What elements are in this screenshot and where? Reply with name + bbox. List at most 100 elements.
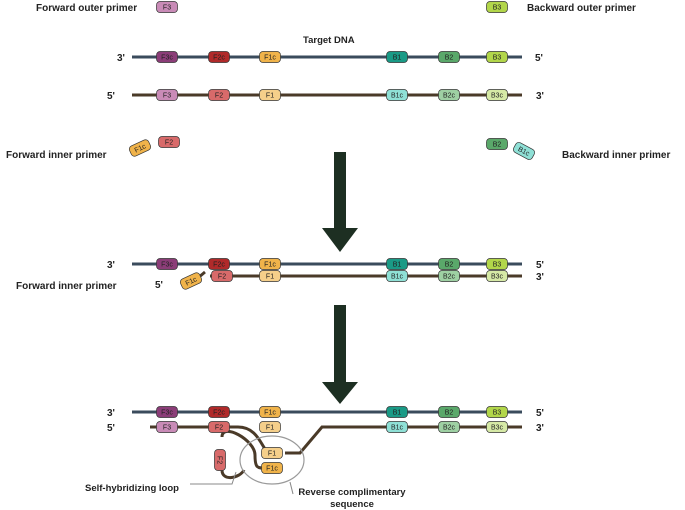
end-5-row1-right: 5' xyxy=(535,53,543,64)
segment-f1-38: F1 xyxy=(259,421,281,433)
end-3-row1-left: 3' xyxy=(117,53,125,64)
segment-box-b3 xyxy=(486,1,508,13)
segment-f1-26: F1 xyxy=(259,270,281,282)
segment-f1c-14: F1c xyxy=(128,139,152,157)
segment-label-b3: B3 xyxy=(493,55,502,62)
segment-label-f1: F1 xyxy=(268,451,276,458)
segment-b2-16: B2 xyxy=(486,138,508,150)
segment-f1c-24: F1c xyxy=(179,272,203,290)
end-3-row6-right: 3' xyxy=(536,423,544,434)
segment-f3-0: F3 xyxy=(156,1,178,13)
segment-b1-5: B1 xyxy=(386,51,408,63)
segment-box-f3 xyxy=(156,1,178,13)
end-3-row3-left: 3' xyxy=(107,260,115,271)
segment-f1-43: F1 xyxy=(261,447,283,459)
backward-outer-primer-label: Backward outer primer xyxy=(527,3,636,14)
segment-box-f3c xyxy=(156,406,178,418)
segment-label-f1c: F1c xyxy=(266,466,278,473)
segment-box-f2c xyxy=(208,258,230,270)
segment-label-f1: F1 xyxy=(266,425,274,432)
segment-b1c-17: B1c xyxy=(513,142,535,160)
segment-label-f2c: F2c xyxy=(213,410,225,417)
segment-box-f1 xyxy=(259,270,281,282)
segment-b2-22: B2 xyxy=(438,258,460,270)
segment-label-f2: F2 xyxy=(215,425,223,432)
segment-box-f1c xyxy=(259,51,281,63)
segment-label-b3c: B3c xyxy=(491,274,504,281)
reverse-complementary-ellipse xyxy=(239,435,305,485)
arrow-head-2 xyxy=(322,382,358,404)
segment-f3c-30: F3c xyxy=(156,406,178,418)
segment-label-b2: B2 xyxy=(445,55,454,62)
segment-box-f3 xyxy=(156,421,178,433)
segment-f3-36: F3 xyxy=(156,421,178,433)
segment-box-f3c xyxy=(156,258,178,270)
segment-f3-8: F3 xyxy=(156,89,178,101)
segment-box-b1c xyxy=(386,270,408,282)
segment-box-b3c xyxy=(486,270,508,282)
strand-f1-to-right xyxy=(285,425,375,455)
segment-label-b1: B1 xyxy=(393,55,402,62)
segment-box-b2c xyxy=(438,89,460,101)
segment-label-b2c: B2c xyxy=(443,274,456,281)
segment-label-f1c: F1c xyxy=(185,276,199,287)
segment-label-f1: F1 xyxy=(266,93,274,100)
segment-box-b1c xyxy=(513,142,535,160)
segment-label-b3c: B3c xyxy=(491,93,504,100)
segment-box-b2 xyxy=(438,51,460,63)
arrow-down-1 xyxy=(322,152,358,252)
reverse-complementary-label-line1: Reverse complimentary xyxy=(298,487,406,498)
end-3-row2-right: 3' xyxy=(536,91,544,102)
reverse-complementary-callout xyxy=(289,481,294,495)
segment-label-f2c: F2c xyxy=(213,262,225,269)
segment-b2c-40: B2c xyxy=(438,421,460,433)
segment-box-b2 xyxy=(438,258,460,270)
segment-label-b1c: B1c xyxy=(391,425,404,432)
segment-f2-25: F2 xyxy=(211,270,233,282)
segment-box-f1 xyxy=(259,89,281,101)
segment-f3c-18: F3c xyxy=(156,258,178,270)
segment-box-b3c xyxy=(486,421,508,433)
segment-b2c-28: B2c xyxy=(438,270,460,282)
end-5-row6-left: 5' xyxy=(107,423,115,434)
segment-box-f2 xyxy=(158,136,180,148)
segment-box-f2 xyxy=(208,421,230,433)
segment-b3c-13: B3c xyxy=(486,89,508,101)
segment-box-b2c xyxy=(438,270,460,282)
segment-f2c-3: F2c xyxy=(208,51,230,63)
segment-f2-37: F2 xyxy=(208,421,230,433)
segment-b2-34: B2 xyxy=(438,406,460,418)
segment-box-b2 xyxy=(486,138,508,150)
segment-box-f3 xyxy=(156,89,178,101)
strand-loop-bottom xyxy=(220,469,246,479)
segment-box-b3 xyxy=(486,51,508,63)
segment-box-b1 xyxy=(386,406,408,418)
segment-label-b1: B1 xyxy=(393,262,402,269)
segment-box-b2 xyxy=(438,406,460,418)
end-5-row5-right: 5' xyxy=(536,408,544,419)
segment-box-b1c xyxy=(386,89,408,101)
segment-box-f2 xyxy=(208,89,230,101)
segment-box-f1c xyxy=(261,462,283,474)
segment-label-f1c: F1c xyxy=(264,55,276,62)
static-layer: Forward outer primer Backward outer prim… xyxy=(6,3,670,510)
segment-label-b2: B2 xyxy=(445,262,454,269)
end-5-row4-left: 5' xyxy=(155,280,163,291)
end-5-row3-right: 5' xyxy=(536,260,544,271)
segment-label-f2: F2 xyxy=(215,93,223,100)
segment-f2-42: F2 xyxy=(214,449,226,471)
segment-box-f2 xyxy=(214,449,226,471)
forward-inner-primer-label-2: Forward inner primer xyxy=(16,281,117,292)
segment-f2-15: F2 xyxy=(158,136,180,148)
segment-label-f2c: F2c xyxy=(213,55,225,62)
segment-box-f1c xyxy=(179,272,203,290)
segment-label-f1: F1 xyxy=(266,274,274,281)
segment-box-b3 xyxy=(486,258,508,270)
segment-label-b3: B3 xyxy=(493,262,502,269)
forward-inner-primer-label: Forward inner primer xyxy=(6,150,107,161)
segment-f1-10: F1 xyxy=(259,89,281,101)
segment-b2c-12: B2c xyxy=(438,89,460,101)
segment-label-b2: B2 xyxy=(493,142,502,149)
segment-label-f3c: F3c xyxy=(161,262,173,269)
